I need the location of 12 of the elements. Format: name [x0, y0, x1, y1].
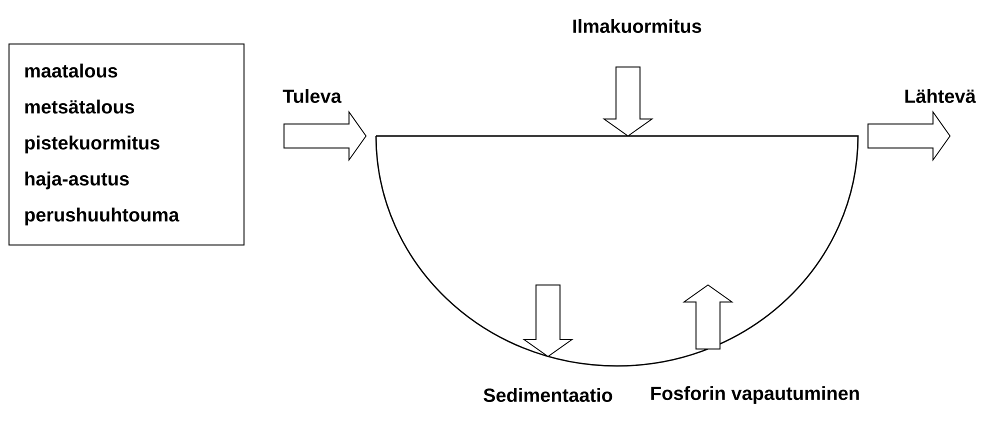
- edge-label: Fosforin vapautuminen: [651, 386, 859, 404]
- block-arrow: [602, 66, 654, 137]
- edge-label: Ilmakuormitus: [573, 19, 702, 33]
- block-arrow: [522, 284, 574, 358]
- source-list-box: maatalous metsätalous pistekuormitus haja-asutus perushuuhtouma: [8, 44, 244, 246]
- edge-label: Tuleva: [282, 89, 342, 103]
- lake-basin: [375, 135, 859, 367]
- edge-label: Sedimentaatio: [484, 388, 612, 402]
- edge-label: Lähtevä: [905, 89, 976, 103]
- block-arrow: [868, 110, 951, 162]
- block-arrow: [284, 110, 367, 162]
- block-arrow: [682, 284, 734, 350]
